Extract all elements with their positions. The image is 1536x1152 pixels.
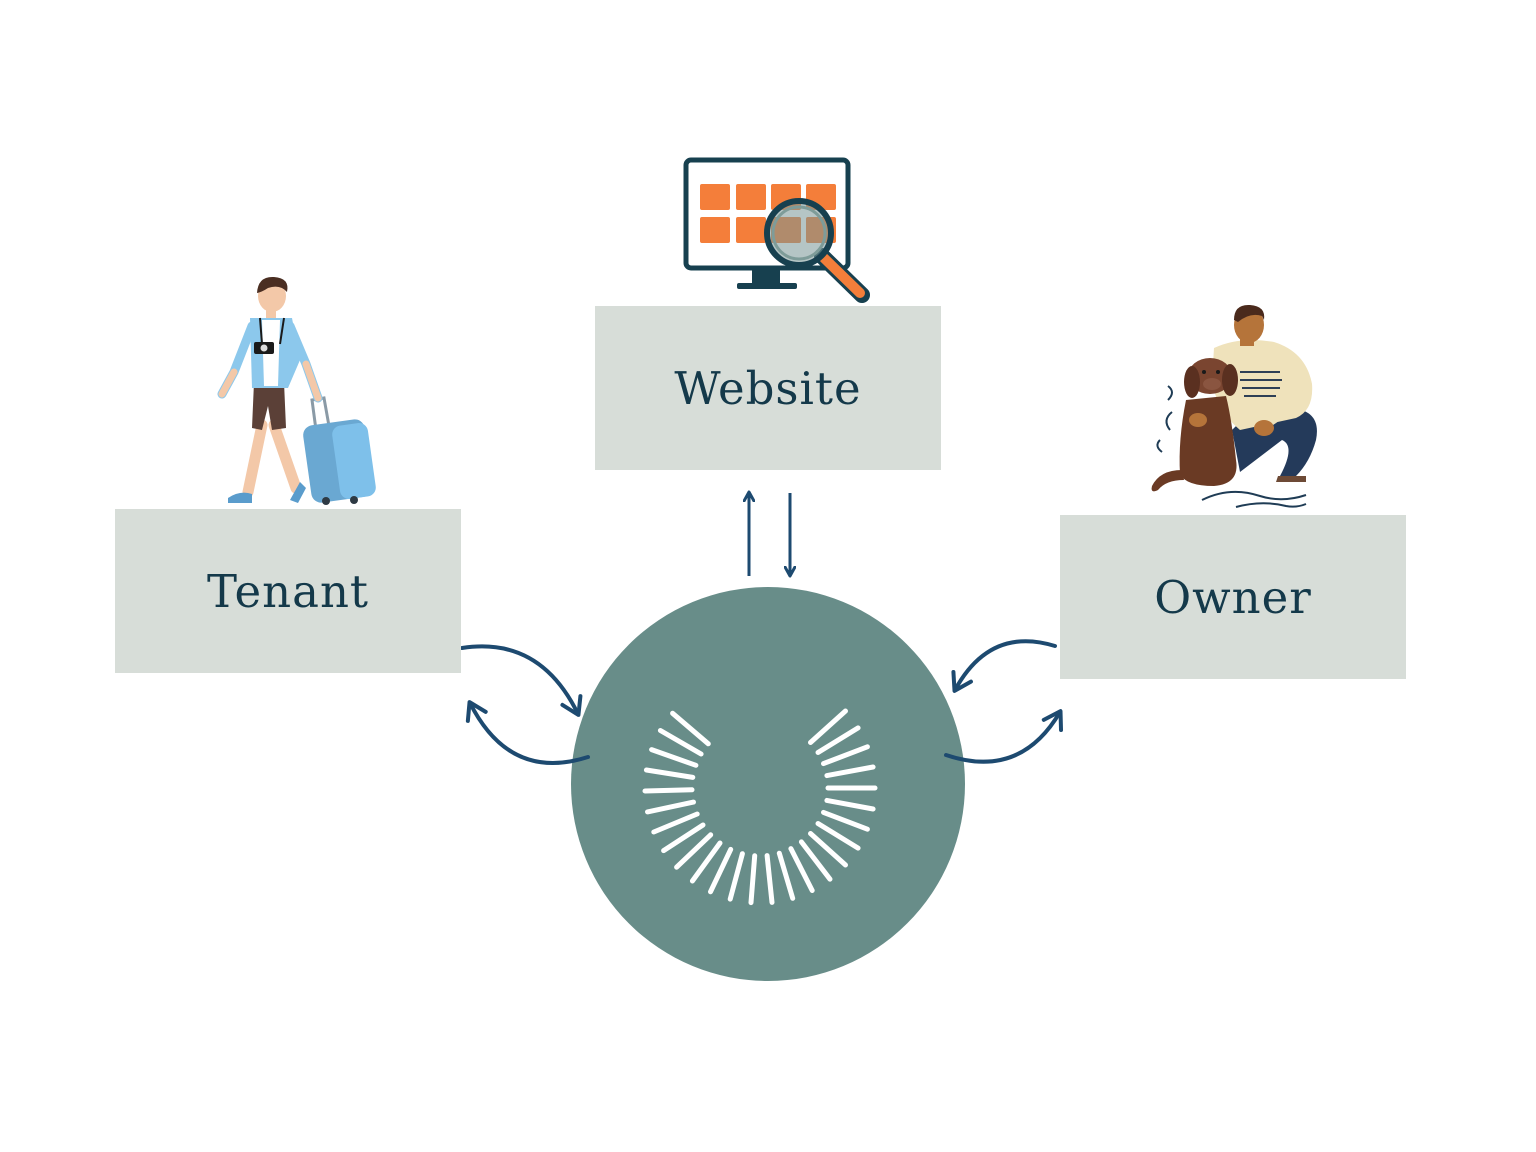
monitor-with-magnifier-icon <box>683 157 870 303</box>
logo-spoke <box>748 853 758 906</box>
arrow-owner-to-hub <box>951 639 1057 693</box>
logo-spoke <box>689 840 723 884</box>
logo-spoke <box>657 728 704 757</box>
logo-spoke <box>661 822 706 854</box>
owner-label: Owner <box>1154 570 1312 624</box>
man-with-dog-illustration <box>1151 304 1317 508</box>
website-hub-arrows <box>749 493 790 576</box>
logo-spoke <box>649 747 699 768</box>
logo-spoke <box>645 799 696 815</box>
logo-spoke <box>824 764 876 779</box>
hub-node <box>571 587 965 981</box>
logo-spoke <box>788 846 815 893</box>
logo-spoke <box>642 787 695 794</box>
hub-circle <box>571 587 965 981</box>
logo-spoke <box>651 811 700 835</box>
logo-spoke <box>821 809 870 832</box>
logo-spoke <box>824 797 876 812</box>
arrow-hub-to-owner <box>944 709 1064 764</box>
loading-c-logo-icon <box>642 708 878 906</box>
arrow-tenant-to-hub <box>460 644 583 717</box>
logo-spoke <box>798 839 833 882</box>
logo-spoke <box>815 725 861 755</box>
logo-spoke <box>776 850 796 901</box>
logo-spoke <box>821 744 870 767</box>
website-node: Website <box>595 306 941 470</box>
logo-spoke <box>708 846 734 895</box>
logo-spoke <box>808 831 848 868</box>
logo-spoke <box>764 853 775 905</box>
traveler-with-suitcase-illustration <box>217 276 376 505</box>
logo-spoke <box>670 710 711 747</box>
website-label: Website <box>674 361 862 415</box>
owner-node: Owner <box>1060 515 1406 679</box>
arrow-hub-to-tenant <box>465 700 590 765</box>
tenant-hub-arrows <box>460 644 590 765</box>
logo-spoke <box>643 767 696 780</box>
owner-hub-arrows <box>944 639 1064 764</box>
logo-spoke <box>674 832 714 870</box>
logo-spoke <box>727 851 745 902</box>
tenant-node: Tenant <box>115 509 461 673</box>
tenant-label: Tenant <box>206 564 370 618</box>
logo-spoke <box>815 821 861 851</box>
logo-spoke <box>808 708 848 745</box>
